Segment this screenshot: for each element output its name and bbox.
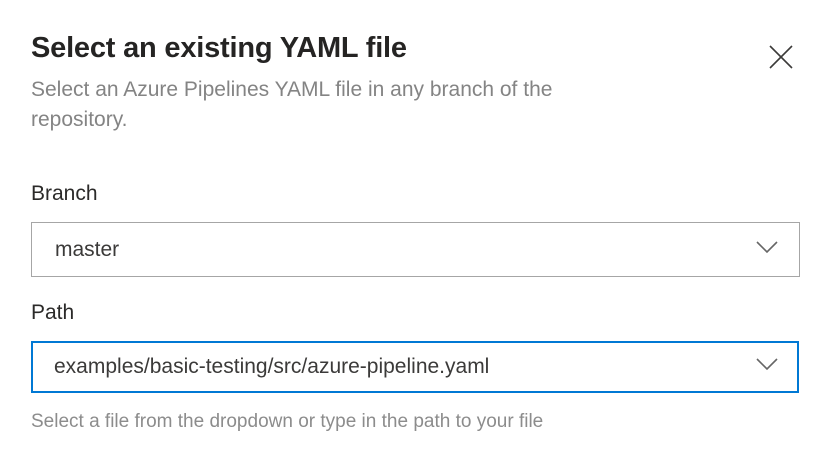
close-icon [766,42,796,72]
branch-field: Branch master [31,181,800,277]
path-label: Path [31,301,75,324]
chevron-down-icon[interactable] [756,358,778,376]
page-title: Select an existing YAML file [31,32,407,64]
path-combobox[interactable] [31,341,799,393]
close-button[interactable] [762,38,800,76]
branch-label: Branch [31,182,98,205]
path-field: Path Select a file from the dropdown or … [31,300,799,433]
chevron-down-icon[interactable] [756,240,778,259]
branch-dropdown-value: master [55,237,120,261]
dialog-subtitle: Select an Azure Pipelines YAML file in a… [31,78,553,131]
path-input[interactable] [54,355,744,379]
path-helper-text: Select a file from the dropdown or type … [31,411,544,432]
branch-dropdown[interactable]: master [31,222,800,277]
